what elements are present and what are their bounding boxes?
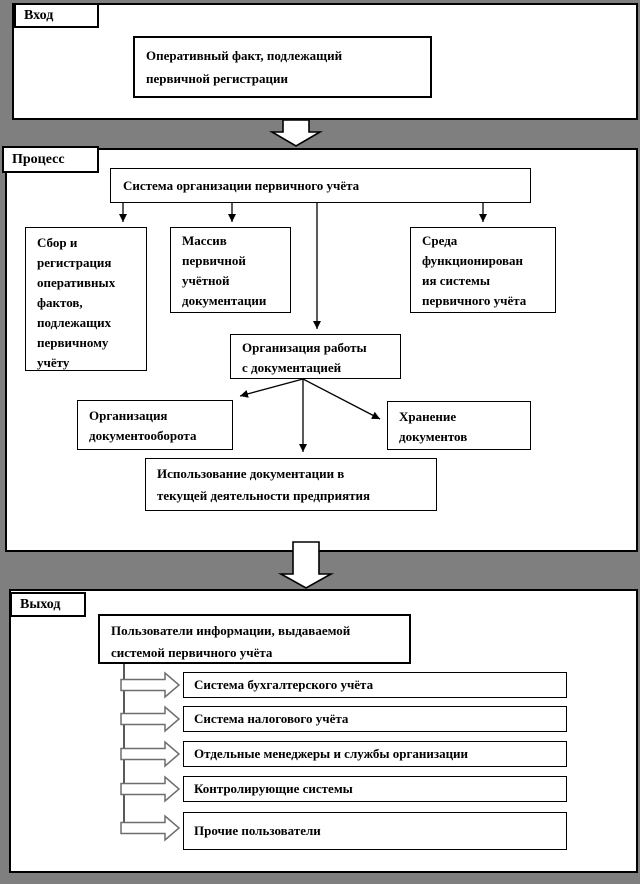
primary-accounting-system-box: Система организации первичного учёта (110, 168, 531, 203)
primary-doc-array-box: Массив первичной учётной документации (170, 227, 291, 313)
output-label-text: Выход (20, 596, 61, 612)
document-usage-box: Использование документации в текущей дея… (145, 458, 437, 511)
information-users-box: Пользователи информации, выдаваемой сист… (98, 614, 411, 664)
input-label-text: Вход (24, 7, 54, 23)
output-section-label: Выход (10, 592, 86, 617)
document-work-organization-box: Организация работы с документацией (230, 334, 401, 379)
input-section-label: Вход (14, 3, 99, 28)
user-item-accounting-system: Система бухгалтерского учёта (183, 672, 567, 698)
collection-registration-box: Сбор и регистрация оперативных фактов, п… (25, 227, 147, 371)
user-item-managers: Отдельные менеджеры и службы организации (183, 741, 567, 767)
document-storage-box: Хранение документов (387, 401, 531, 450)
process-section-label: Процесс (2, 146, 99, 173)
functioning-environment-box: Среда функционирован ия системы первично… (410, 227, 556, 313)
user-item-controlling-systems: Контролирующие системы (183, 776, 567, 802)
block-arrow-down-icon (269, 119, 323, 147)
user-item-tax-system: Система налогового учёта (183, 706, 567, 732)
document-flow-box: Организация документооборота (77, 400, 233, 450)
user-item-other-users: Прочие пользователи (183, 812, 567, 850)
process-label-text: Процесс (12, 151, 65, 167)
operational-fact-box: Оперативный факт, подлежащий первичной р… (133, 36, 432, 98)
